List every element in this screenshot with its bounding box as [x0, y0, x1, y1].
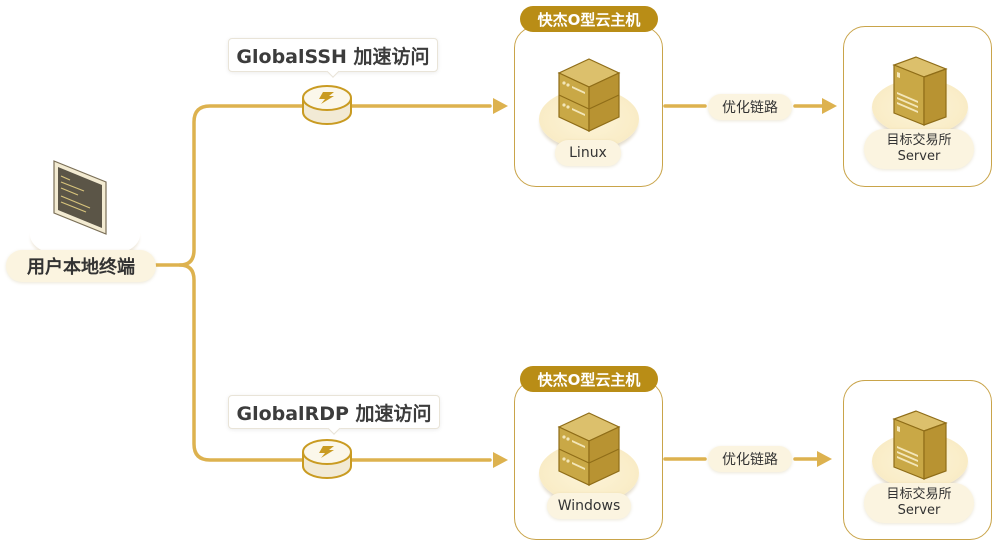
os-label-linux: Linux	[555, 140, 621, 166]
trunk-line-lower	[178, 263, 492, 462]
arrow-head-link-bottom	[817, 451, 832, 467]
host-card-windows[interactable]: Windows	[514, 380, 663, 540]
terminal-screen-icon	[53, 160, 107, 235]
link-label-bottom: 优化链路	[708, 446, 792, 472]
link-label-top: 优化链路	[708, 94, 792, 120]
target-type: Server	[897, 503, 941, 518]
tower-server-icon	[892, 410, 948, 480]
lightning-icon	[319, 92, 334, 104]
server-stack-icon	[557, 58, 621, 132]
target-label-top: 目标交易所 Server	[864, 129, 974, 169]
terminal-node: 用户本地终端	[0, 150, 170, 285]
target-label-bottom: 目标交易所 Server	[864, 483, 974, 523]
target-card-bottom[interactable]: 目标交易所 Server	[843, 380, 992, 540]
globalrdp-label: GlobalRDP 加速访问	[228, 395, 440, 429]
host-card-linux[interactable]: Linux	[514, 26, 663, 187]
target-name: 目标交易所	[886, 487, 952, 502]
globalssh-label: GlobalSSH 加速访问	[228, 38, 438, 72]
host-tag-windows: 快杰O型云主机	[520, 366, 658, 392]
arrow-head-ssh	[493, 98, 508, 114]
lightning-icon	[319, 446, 334, 458]
target-type: Server	[897, 149, 941, 164]
target-name: 目标交易所	[886, 133, 952, 148]
terminal-label: 用户本地终端	[6, 250, 156, 282]
host-tag-linux: 快杰O型云主机	[520, 6, 658, 32]
os-label-windows: Windows	[547, 493, 631, 519]
arrow-head-link-top	[822, 98, 837, 114]
arrow-head-rdp	[493, 452, 508, 468]
trunk-line	[153, 104, 492, 267]
accelerator-node-ssh[interactable]	[301, 84, 353, 128]
accelerator-node-rdp[interactable]	[301, 438, 353, 482]
server-stack-icon	[557, 412, 621, 486]
target-card-top[interactable]: 目标交易所 Server	[843, 26, 992, 187]
tower-server-icon	[892, 56, 948, 126]
